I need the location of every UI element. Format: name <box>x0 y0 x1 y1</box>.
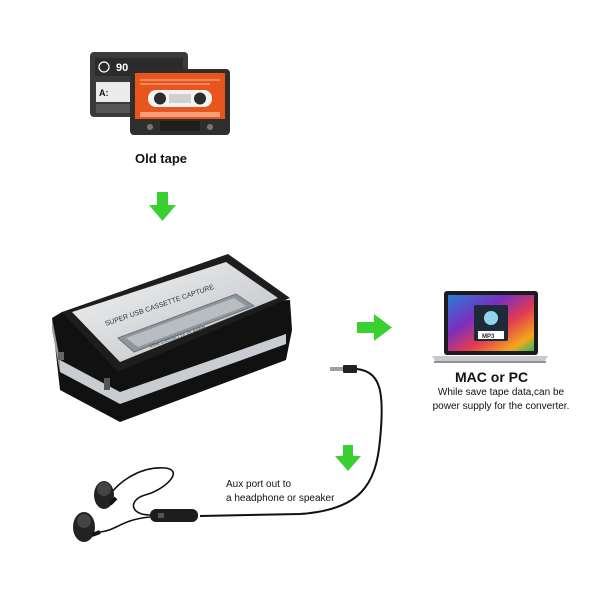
down-arrow-icon <box>335 445 361 471</box>
aux-description-line1: Aux port out to <box>226 479 292 490</box>
screen-badge: MP3 <box>482 334 495 340</box>
right-arrow-icon <box>357 314 392 341</box>
tapes-caption: Old tape <box>135 151 188 166</box>
tape-number: 90 <box>116 62 128 74</box>
cassette-player <box>52 254 292 422</box>
aux-description: Aux port out to a headphone or speaker <box>226 478 334 506</box>
aux-description-line2: a headphone or speaker <box>226 493 335 504</box>
down-arrow-icon <box>149 192 176 221</box>
earphones-icon <box>73 365 383 542</box>
cassette-icon <box>130 69 230 135</box>
computer-title: MAC or PC <box>455 369 529 385</box>
computer-description-line2: power supply for the converter. <box>432 401 570 412</box>
tape-side: A: <box>99 88 109 98</box>
computer-description: While save tape data,can be power supply… <box>411 386 591 414</box>
computer-description-line1: While save tape data,can be <box>437 387 565 398</box>
laptop-icon <box>432 291 548 363</box>
